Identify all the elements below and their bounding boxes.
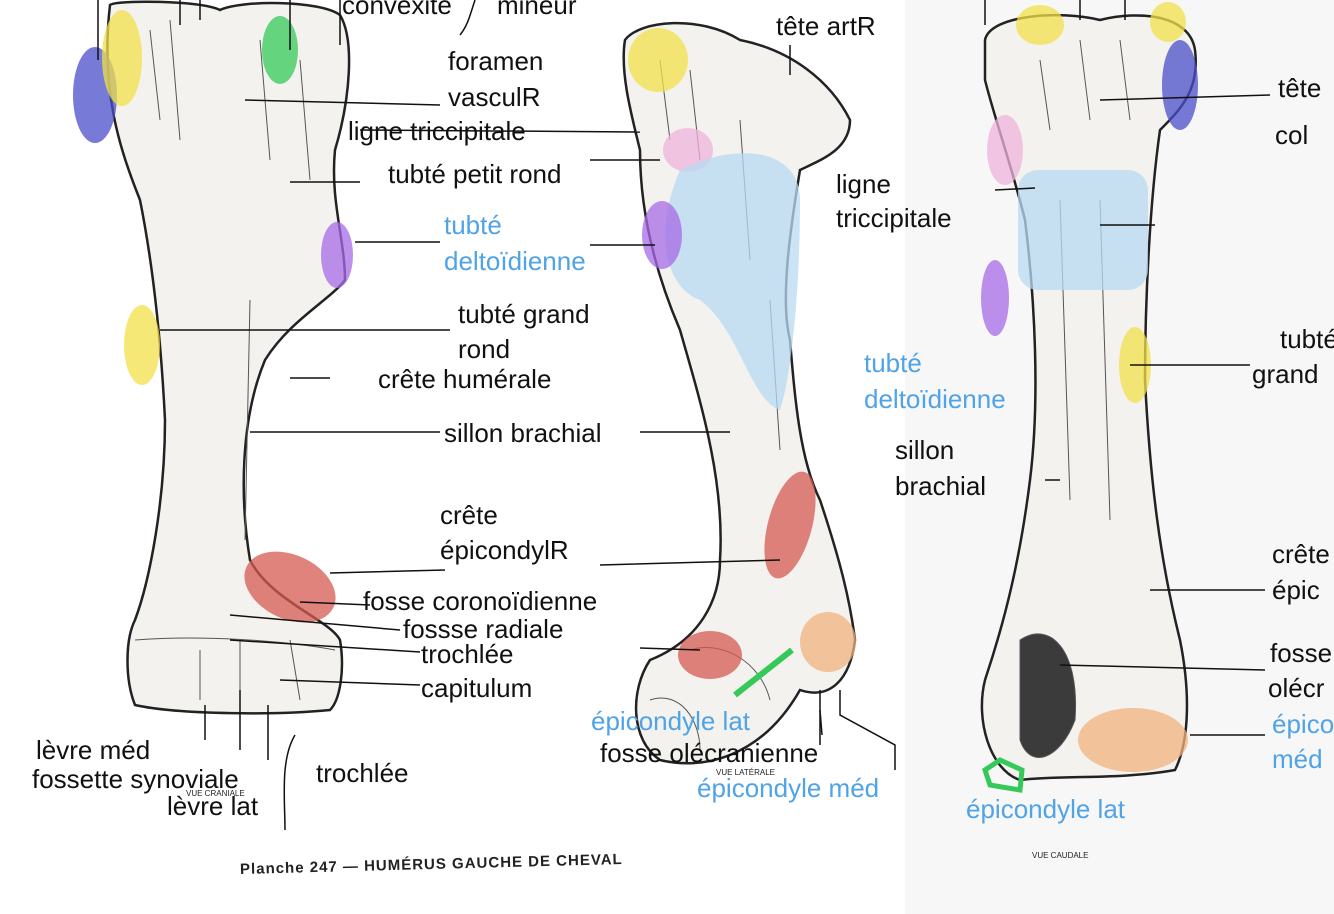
label-epic-cut: épic (1272, 575, 1320, 605)
highlight-green-caudal (982, 757, 1025, 793)
highlight-red-cranial (244, 551, 336, 623)
highlight-purple-cranial (321, 222, 353, 288)
label-crete-humerale: crête humérale (378, 364, 552, 394)
label-med-cut: méd (1272, 744, 1323, 774)
label-epicon-cut: épicon (1272, 709, 1334, 739)
label-triccipitale: triccipitale (836, 203, 952, 233)
label-foramen: foramen (448, 46, 544, 76)
label-levre-lat: lèvre lat (167, 791, 259, 821)
highlight-green-lateral (733, 647, 794, 698)
label-sillon: sillon (895, 435, 955, 465)
highlight-green-cranial (262, 16, 298, 84)
highlight-yellow-lateral (628, 28, 688, 92)
label-tubte-petit-rond: tubté petit rond (388, 159, 562, 189)
label-levre-med: lèvre méd (36, 735, 151, 765)
label-tete-art: tête artR (776, 11, 876, 41)
label-epicondylr: épicondylR (440, 535, 569, 565)
label-brachial: brachial (895, 471, 987, 501)
label-ligne-triccipitale: ligne triccipitale (348, 116, 526, 146)
highlight-red-lateral-crest (764, 471, 816, 579)
label-fossse-radiale: fossse radiale (403, 614, 564, 644)
color-highlights (73, 2, 1198, 793)
view-caption-cranial: VUE CRANIALE (186, 789, 245, 798)
label-tubte-caudal: tubté (864, 348, 922, 378)
highlight-yellow-cranial-mid (124, 305, 160, 385)
label-vascul: vasculR (448, 82, 541, 112)
highlight-lightblue-lateral (665, 153, 800, 410)
highlight-yellow-caudal-left (1016, 5, 1064, 45)
view-caption-lateral: VUE LATÉRALE (716, 768, 775, 777)
highlight-yellow-caudal-right (1150, 2, 1186, 42)
label-tubte-grand: tubté grand (458, 299, 590, 329)
label-deltoidienne-caudal: deltoïdienne (864, 384, 1006, 414)
highlight-purple-caudal (981, 260, 1009, 336)
highlight-orange-lateral (800, 612, 856, 672)
bone-cranial-view (106, 0, 351, 715)
label-crete: crête (440, 500, 498, 530)
label-trochlee: trochlée (421, 639, 514, 669)
label-capitulum: capitulum (421, 673, 533, 703)
highlight-yellow-cranial-top (102, 10, 142, 106)
highlight-pink-caudal (987, 115, 1023, 185)
label-trochlee-group: trochlée (316, 758, 409, 788)
highlight-orange-caudal (1078, 708, 1188, 772)
label-tubte: tubté (444, 210, 502, 240)
label-sillon-brachial: sillon brachial (444, 418, 602, 448)
label-tete: tête (1278, 73, 1322, 103)
label-col: col (1275, 120, 1309, 150)
label-epicondyle-lat: épicondyle lat (591, 706, 750, 736)
label-fosse-olecranienne: fosse olécranienne (600, 738, 819, 768)
highlight-navy-caudal (1162, 40, 1198, 130)
label-epicondyle-med: épicondyle méd (697, 773, 880, 803)
label-epicondyle-lat-caudal: épicondyle lat (966, 794, 1125, 824)
highlight-red-lateral-condyle (678, 631, 742, 679)
label-fossette-synoviale: fossette synoviale (32, 764, 239, 794)
highlight-pink-lateral (663, 128, 713, 172)
highlight-lightblue-caudal (1018, 170, 1148, 290)
label-fosse-cut: fosse (1270, 638, 1333, 668)
highlight-purple-lateral (642, 201, 682, 269)
label-mineur: mineur (497, 0, 577, 20)
label-ligne: ligne (836, 169, 891, 199)
label-crete-cut: crête (1272, 539, 1330, 569)
label-convexite: convexité (342, 0, 452, 20)
label-rond: rond (458, 334, 511, 364)
label-grand-cut: grand (1252, 359, 1319, 389)
label-deltoidienne: deltoïdienne (444, 246, 586, 276)
label-fosse-coronoidienne: fosse coronoïdienne (363, 586, 598, 616)
view-caption-caudal: VUE CAUDALE (1032, 851, 1089, 860)
label-tubte-cut: tubté (1280, 324, 1334, 354)
leader-lines (97, 0, 1271, 831)
label-olecr-cut: olécr (1268, 673, 1325, 703)
